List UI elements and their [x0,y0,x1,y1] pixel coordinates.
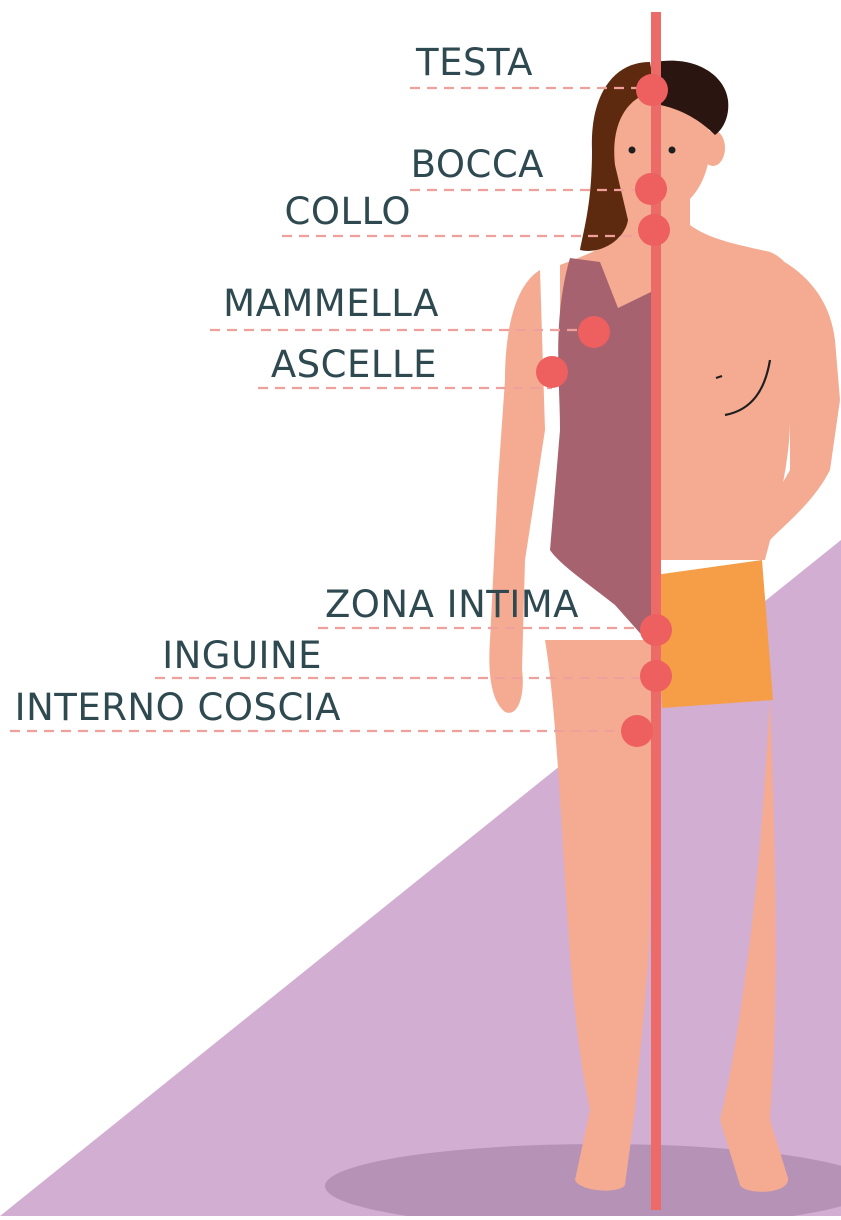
label-zona-intima: ZONA INTIMA [325,586,579,623]
label-mammella: MAMMELLA [223,285,439,322]
shorts [655,560,773,708]
label-ascelle: ASCELLE [271,346,437,383]
marker-testa [636,74,668,106]
marker-collo [638,214,670,246]
marker-interno-coscia [621,715,653,747]
label-testa: TESTA [416,44,533,81]
eye-left [629,147,636,154]
marker-inguine [640,660,672,692]
ear [701,130,725,166]
marker-ascelle [536,356,568,388]
label-bocca: BOCCA [411,146,544,183]
label-inguine: INGUINE [162,637,322,674]
leader-lines [10,88,656,731]
female-arm-left [489,270,545,713]
marker-bocca [635,173,667,205]
label-collo: COLLO [285,193,412,230]
marker-zona-intima [640,614,672,646]
eye-right [669,147,676,154]
marker-mammella [578,316,610,348]
label-interno-coscia: INTERNO COSCIA [15,689,341,726]
